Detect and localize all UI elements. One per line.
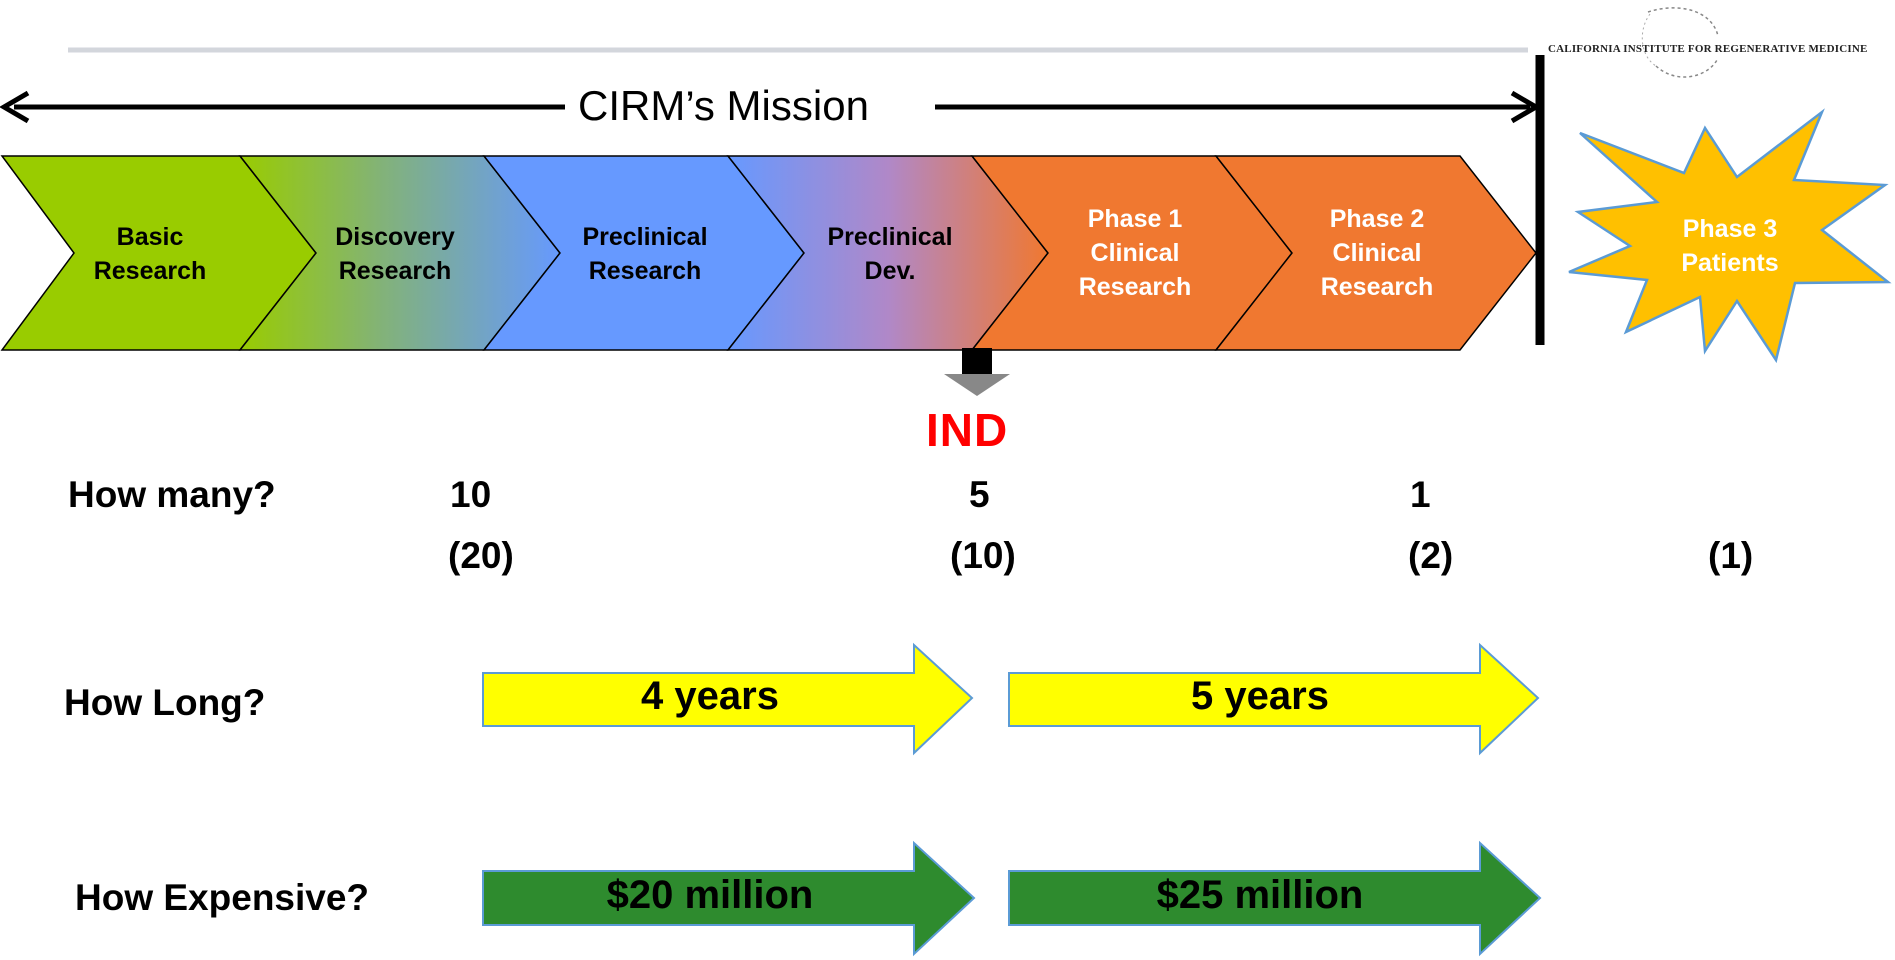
duration-label-2: 5 years	[1191, 674, 1329, 718]
cost-arrow-1	[482, 840, 976, 957]
phase3-label: Phase 3 Patients	[1681, 215, 1779, 277]
duration-label-1: 4 years	[641, 674, 779, 718]
duration-arrow-2	[1008, 642, 1540, 756]
how-expensive-label: How Expensive?	[75, 877, 370, 918]
how-long-label: How Long?	[64, 682, 266, 723]
stage-label-discovery: Discovery Research	[335, 223, 455, 285]
stage-label-phase1: Phase 1 Clinical Research	[1078, 205, 1192, 301]
cost-arrow-2	[1008, 840, 1542, 957]
cirm-logo	[1641, 7, 1719, 78]
stage-label-phase2: Phase 2 Clinical Research	[1320, 205, 1434, 301]
how-many-sub-value-1: (20)	[448, 535, 514, 576]
logo-text: CALIFORNIA INSTITUTE FOR REGENERATIVE ME…	[1548, 43, 1868, 55]
how-many-value-3: 1	[1410, 474, 1431, 515]
duration-arrow-1	[482, 642, 974, 756]
how-expensive-arrows	[482, 840, 1542, 957]
how-many-sub-value-3: (2)	[1408, 535, 1454, 576]
how-many-sub-value-4: (1)	[1708, 535, 1754, 576]
ind-label: IND	[926, 404, 1009, 456]
how-many-sub-value-2: (10)	[950, 535, 1016, 576]
how-many-label: How many?	[68, 474, 276, 515]
stage-label-preclinical-dev: Preclinical Dev.	[827, 223, 953, 285]
cost-label-1: $20 million	[606, 873, 814, 917]
stage-chevrons	[0, 155, 1537, 351]
mission-label: CIRM’s Mission	[572, 82, 875, 130]
stage-label-basic: Basic Research	[93, 223, 207, 285]
stage-phase2-clinical	[1214, 155, 1537, 351]
how-many-value-2: 5	[969, 474, 990, 515]
how-long-arrows	[482, 642, 1540, 756]
cost-label-2: $25 million	[1156, 873, 1364, 917]
phase3-star	[1568, 108, 1892, 364]
ind-down-arrow	[944, 348, 1010, 396]
how-many-value-1: 10	[450, 474, 492, 515]
stage-label-preclinical-research: Preclinical Research	[582, 223, 708, 285]
